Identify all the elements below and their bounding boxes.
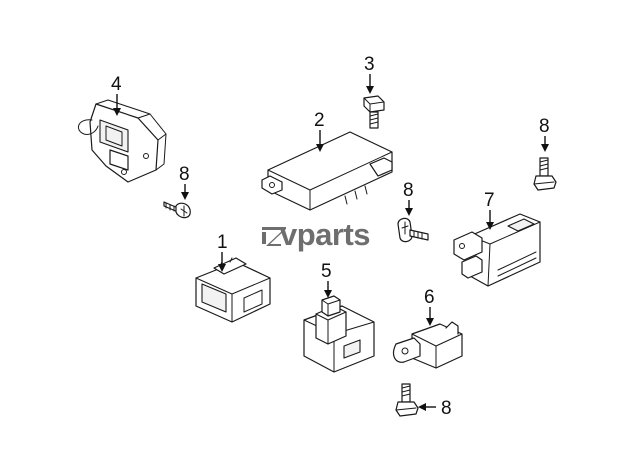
watermark-logo: vparts (262, 217, 371, 252)
watermark-text: vparts (280, 217, 370, 252)
callout-label-2: 2 (314, 110, 325, 131)
callout-3: 3 (364, 54, 375, 94)
callout-label-4: 4 (111, 74, 122, 95)
callout-label-5: 5 (321, 261, 332, 282)
callout-label-8-d: 8 (441, 398, 452, 419)
part-8-bolt-d (395, 383, 419, 417)
part-1-housing (195, 257, 271, 323)
callout-8-a: 8 (179, 164, 190, 200)
part-6-sensor (392, 321, 463, 369)
callout-label-6: 6 (424, 287, 435, 308)
part-2-module (261, 131, 393, 211)
part-8-bolt-c (533, 157, 557, 191)
callout-label-3: 3 (364, 54, 375, 75)
callout-4: 4 (111, 74, 122, 116)
callout-8-c: 8 (539, 116, 550, 152)
callout-label-8-a: 8 (179, 164, 190, 185)
callout-2: 2 (314, 110, 325, 152)
callout-6: 6 (424, 287, 435, 326)
callout-8-d: 8 (418, 398, 452, 419)
callout-label-8-c: 8 (539, 116, 550, 137)
part-8-screw-b (397, 217, 429, 243)
callout-1: 1 (217, 232, 228, 272)
part-8-screw-a (163, 201, 191, 219)
callout-label-7: 7 (484, 190, 495, 211)
callout-label-1: 1 (217, 232, 228, 253)
callout-8-b: 8 (403, 180, 414, 216)
callout-7: 7 (484, 190, 495, 230)
part-5-switch (303, 295, 375, 373)
callout-label-8-b: 8 (403, 180, 414, 201)
part-3-bolt (363, 95, 385, 129)
watermark-mark-icon (262, 227, 286, 246)
part-7-sensor (453, 213, 541, 287)
callout-5: 5 (321, 261, 332, 298)
part-4-bracket (77, 99, 167, 183)
